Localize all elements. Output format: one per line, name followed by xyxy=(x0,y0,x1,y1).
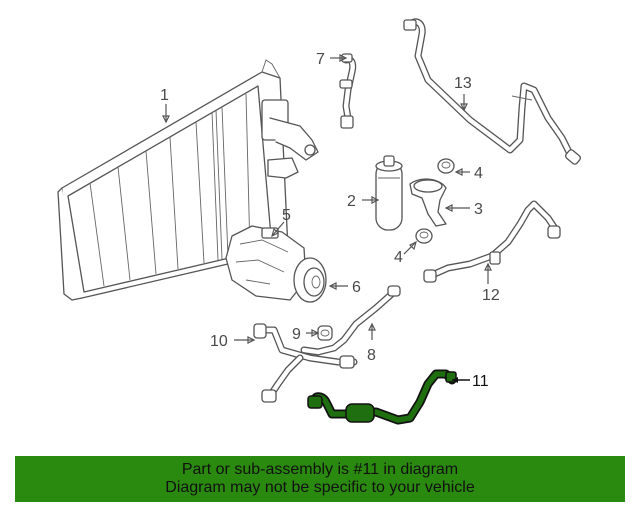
part-11-highlighted-line[interactable] xyxy=(307,369,457,425)
callout-8: 8 xyxy=(367,347,376,364)
leader-lines xyxy=(162,54,492,383)
callout-2: 2 xyxy=(347,193,356,210)
part-4-fitting-bottom[interactable] xyxy=(415,228,433,244)
callout-11: 11 xyxy=(472,373,489,390)
callout-10: 10 xyxy=(210,333,228,350)
part-9-fitting[interactable] xyxy=(317,325,333,341)
part-12-line[interactable] xyxy=(423,200,561,283)
part-7-hose[interactable] xyxy=(339,53,357,129)
callout-1: 1 xyxy=(160,87,169,104)
part-5-compressor[interactable] xyxy=(225,225,307,301)
callout-7: 7 xyxy=(316,51,325,68)
part-4-fitting-top[interactable] xyxy=(437,158,455,174)
info-banner: Part or sub-assembly is #11 in diagram D… xyxy=(15,456,625,502)
callout-13: 13 xyxy=(454,75,472,92)
callout-3: 3 xyxy=(474,201,483,218)
callout-12: 12 xyxy=(482,287,500,304)
banner-line-2: Diagram may not be specific to your vehi… xyxy=(165,479,475,496)
part-8-line[interactable] xyxy=(300,285,401,356)
part-6-clutch[interactable] xyxy=(293,257,327,303)
callout-9: 9 xyxy=(292,326,301,343)
callout-4-bottom: 4 xyxy=(394,249,403,266)
callout-6: 6 xyxy=(352,279,361,296)
part-2-receiver-drier[interactable] xyxy=(375,155,403,231)
banner-line-1: Part or sub-assembly is #11 in diagram xyxy=(181,461,459,478)
part-3-bracket[interactable] xyxy=(409,178,447,227)
part-13-line[interactable] xyxy=(403,18,582,165)
part-10-line[interactable] xyxy=(253,323,358,403)
callout-5: 5 xyxy=(282,207,291,224)
callout-4-top: 4 xyxy=(474,165,483,182)
parts-diagram: 1 2 3 4 4 5 6 7 8 9 10 11 12 13 xyxy=(57,18,582,425)
